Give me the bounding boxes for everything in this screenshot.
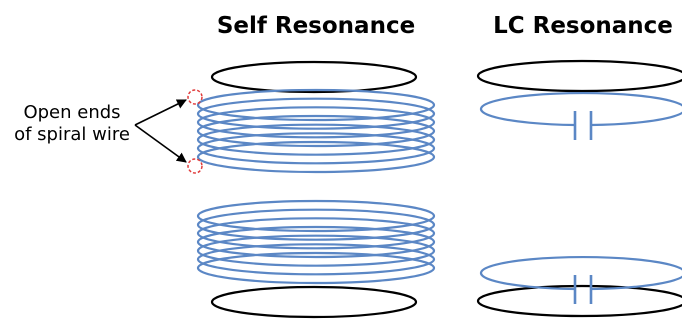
upper-coil-turn (196, 132, 436, 165)
lc-load-loop (476, 284, 682, 318)
lower-spiral-coil (196, 199, 436, 285)
lc-resonance-title: LC Resonance (493, 13, 673, 39)
lc-top-resonator (479, 91, 682, 140)
arrow-to-bottom-open-end (134, 124, 187, 163)
lc-source-loop (476, 59, 682, 93)
lower-coil-turn (196, 208, 436, 241)
lower-coil-turn (196, 199, 436, 233)
open-ends-label-line1: Open ends (23, 102, 120, 123)
upper-spiral-coil (196, 88, 436, 174)
upper-coil-turn (196, 97, 436, 130)
self-source-loop (210, 60, 418, 94)
lower-coil-turn (196, 217, 436, 250)
lower-coil-turn (196, 251, 436, 285)
lc-bottom-resonator (479, 255, 682, 304)
lower-coil-turn (196, 225, 436, 259)
open-end-marker-top (187, 89, 203, 105)
upper-coil-turn (196, 123, 436, 156)
upper-coil-turn (196, 114, 436, 148)
arrow-to-top-open-end (134, 99, 187, 126)
upper-coil-turn (196, 88, 436, 122)
lower-coil-turn (196, 243, 436, 276)
self-load-loop (210, 285, 418, 319)
self-resonance-title: Self Resonance (217, 13, 415, 39)
lower-coil-turn (196, 234, 436, 267)
upper-coil-turn (196, 106, 436, 139)
open-ends-label-line2: of spiral wire (14, 124, 130, 145)
open-end-marker-bottom (187, 158, 203, 174)
upper-coil-turn (196, 140, 436, 174)
